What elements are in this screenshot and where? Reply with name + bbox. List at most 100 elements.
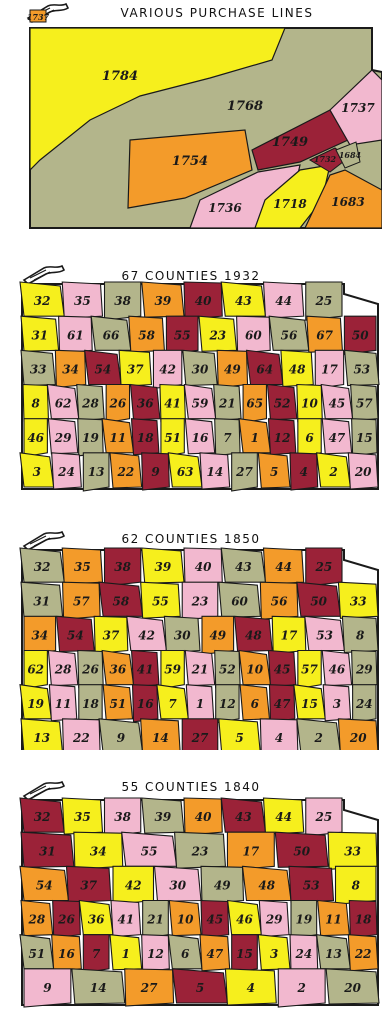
county-shape — [347, 452, 379, 490]
county-label: 17 — [243, 844, 260, 858]
county-shape — [82, 452, 110, 492]
county-label: 45 — [274, 663, 291, 677]
county-label: 7 — [223, 431, 232, 445]
county-shape — [55, 615, 95, 653]
county-label: 50 — [310, 594, 327, 608]
county-shape — [199, 452, 231, 490]
county-label: 10 — [301, 397, 318, 411]
county-label: 24 — [355, 697, 373, 711]
county-label: 47 — [274, 697, 291, 711]
county-label: 38 — [114, 294, 131, 308]
map-caption: 67 COUNTIES 1932 — [121, 269, 261, 283]
county-label: 1768 — [227, 99, 263, 114]
county-label: 56 — [271, 594, 288, 608]
county-label: 11 — [55, 697, 72, 711]
county-label: 35 — [74, 294, 91, 308]
county-shape — [109, 452, 143, 489]
county-label: 1737 — [27, 12, 50, 22]
county-shape — [321, 649, 353, 687]
county-label: 8 — [32, 397, 41, 411]
region-1749 — [251, 109, 349, 171]
county-label: 19 — [27, 697, 44, 711]
county-shape — [337, 718, 379, 750]
county-shape — [343, 315, 377, 355]
county-shape — [163, 615, 201, 654]
map-caption: 55 COUNTIES 1840 — [121, 780, 261, 794]
county-label: 44 — [275, 294, 292, 308]
county-shape — [351, 649, 378, 689]
county-label: 25 — [315, 810, 333, 824]
county-label: 65 — [246, 397, 263, 411]
county-label: 57 — [301, 663, 318, 677]
county-label: 66 — [103, 328, 120, 342]
county-label: 26 — [57, 913, 75, 927]
county-label: 13 — [33, 731, 50, 745]
county-label: 48 — [258, 878, 275, 892]
county-label: 10 — [177, 913, 194, 927]
county-label: 40 — [195, 294, 212, 308]
county-shape — [327, 831, 378, 870]
county-shape — [82, 934, 110, 974]
county-label: 6 — [305, 431, 314, 445]
county-shape — [160, 649, 185, 690]
county-shape — [20, 718, 63, 750]
county-label: 54 — [36, 878, 53, 892]
county-shape — [305, 281, 343, 321]
county-label: 17 — [281, 628, 298, 642]
county-label: 22 — [116, 465, 134, 479]
county-shape — [226, 831, 275, 871]
county-label: 20 — [354, 465, 372, 479]
county-label: 21 — [146, 913, 164, 927]
county-label: 55 — [141, 844, 158, 858]
county-label: 53 — [303, 878, 320, 892]
map-caption: 62 COUNTIES 1850 — [121, 532, 261, 546]
county-label: 46 — [27, 431, 44, 445]
county-label: 28 — [27, 913, 45, 927]
county-label: 42 — [159, 362, 176, 376]
county-label: 21 — [191, 663, 209, 677]
region-1684 — [335, 141, 361, 169]
county-shape — [23, 418, 48, 458]
county-shape — [280, 349, 314, 388]
county-shape — [103, 281, 142, 321]
county-label: 14 — [206, 465, 223, 479]
county-shape — [334, 865, 377, 906]
county-label: 12 — [147, 947, 164, 961]
county-shape — [20, 349, 56, 387]
county-label: 32 — [34, 560, 51, 574]
county-label: 31 — [31, 328, 48, 342]
county-label: 53 — [316, 628, 333, 642]
county-label: 43 — [235, 560, 252, 574]
county-label: 1718 — [273, 197, 307, 211]
county-label: 49 — [224, 362, 241, 376]
flag-icon — [22, 530, 66, 551]
county-label: 18 — [82, 697, 99, 711]
county-label: 1749 — [272, 135, 308, 150]
county-shape — [58, 315, 93, 354]
county-shape — [259, 718, 299, 750]
county-label: 63 — [177, 465, 194, 479]
county-label: 20 — [343, 981, 361, 995]
county-label: 55 — [152, 594, 169, 608]
county-shape — [351, 418, 378, 457]
county-shape — [54, 349, 87, 389]
county-label: 39 — [155, 294, 172, 308]
county-label: 48 — [289, 362, 306, 376]
county-shape — [266, 383, 298, 421]
county-label: 57 — [73, 594, 90, 608]
county-label: 46 — [329, 663, 346, 677]
county-shape — [259, 581, 299, 620]
county-shape — [257, 452, 291, 489]
county-shape — [262, 547, 305, 585]
county-shape — [224, 968, 277, 1006]
county-label: 16 — [192, 431, 209, 445]
county-shape — [258, 899, 290, 938]
county-label: 13 — [325, 947, 342, 961]
county-label: 29 — [265, 913, 283, 927]
county-label: 6 — [251, 697, 260, 711]
county-label: 23 — [208, 328, 226, 342]
county-label: 52 — [274, 397, 291, 411]
county-shape — [184, 649, 216, 687]
county-label: 7 — [92, 947, 101, 961]
